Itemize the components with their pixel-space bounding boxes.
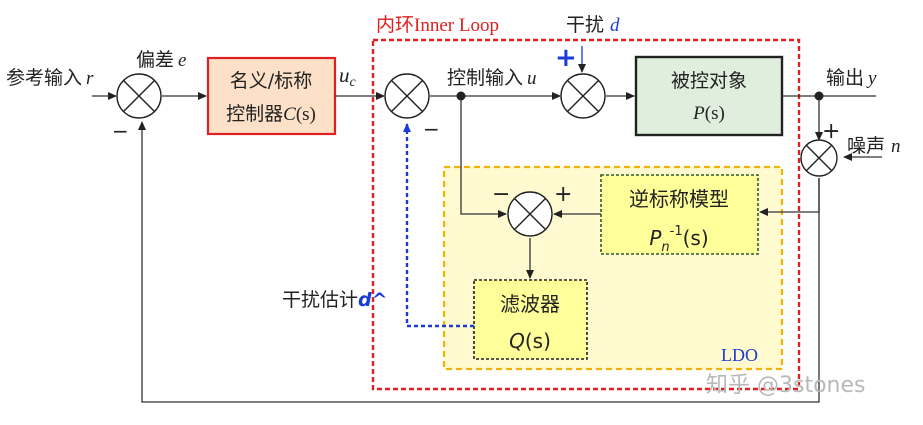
controller-block — [206, 56, 337, 136]
plant-line1: 被控对象 — [671, 70, 747, 92]
filter-line2: Q(s) — [509, 329, 551, 353]
label-ldo: LDO — [721, 345, 758, 365]
controller-line2: 控制器C(s) — [226, 103, 316, 125]
inverse-model-block — [600, 174, 759, 255]
label-uc: uc — [339, 63, 357, 90]
sign-error-minus: − — [112, 119, 129, 143]
controller-line1: 名义/标称 — [230, 70, 312, 92]
summing-junction-disturbance — [560, 73, 606, 119]
plant-line2: P(s) — [692, 103, 725, 124]
inverse-model-line2: Pn-1(s) — [649, 224, 708, 255]
sign-ldo-plus: + — [554, 182, 572, 207]
signal-wires — [92, 46, 882, 403]
branch-dot-output — [814, 91, 824, 101]
summing-junction-noise — [800, 139, 838, 177]
filter-block — [473, 279, 588, 360]
plant-block — [634, 55, 784, 137]
inner-loop-region — [371, 38, 801, 391]
sign-inner-minus: − — [423, 117, 440, 141]
sign-noise-plus: + — [822, 119, 840, 144]
summing-junction-inner — [384, 73, 430, 119]
sign-disturbance-plus: + — [555, 43, 577, 73]
sign-ldo-minus: − — [492, 182, 510, 207]
filter-line1: 滤波器 — [500, 292, 560, 316]
label-disturbance-estimate: 干扰估计d^ — [282, 289, 388, 311]
inverse-model-line1: 逆标称模型 — [629, 187, 729, 211]
label-inner-loop: 内环Inner Loop — [376, 14, 499, 36]
watermark: 知乎 @3stones — [706, 373, 865, 398]
summing-junction-error — [116, 73, 162, 119]
branch-dot-control — [456, 91, 466, 101]
summing-junction-ldo — [507, 191, 553, 237]
